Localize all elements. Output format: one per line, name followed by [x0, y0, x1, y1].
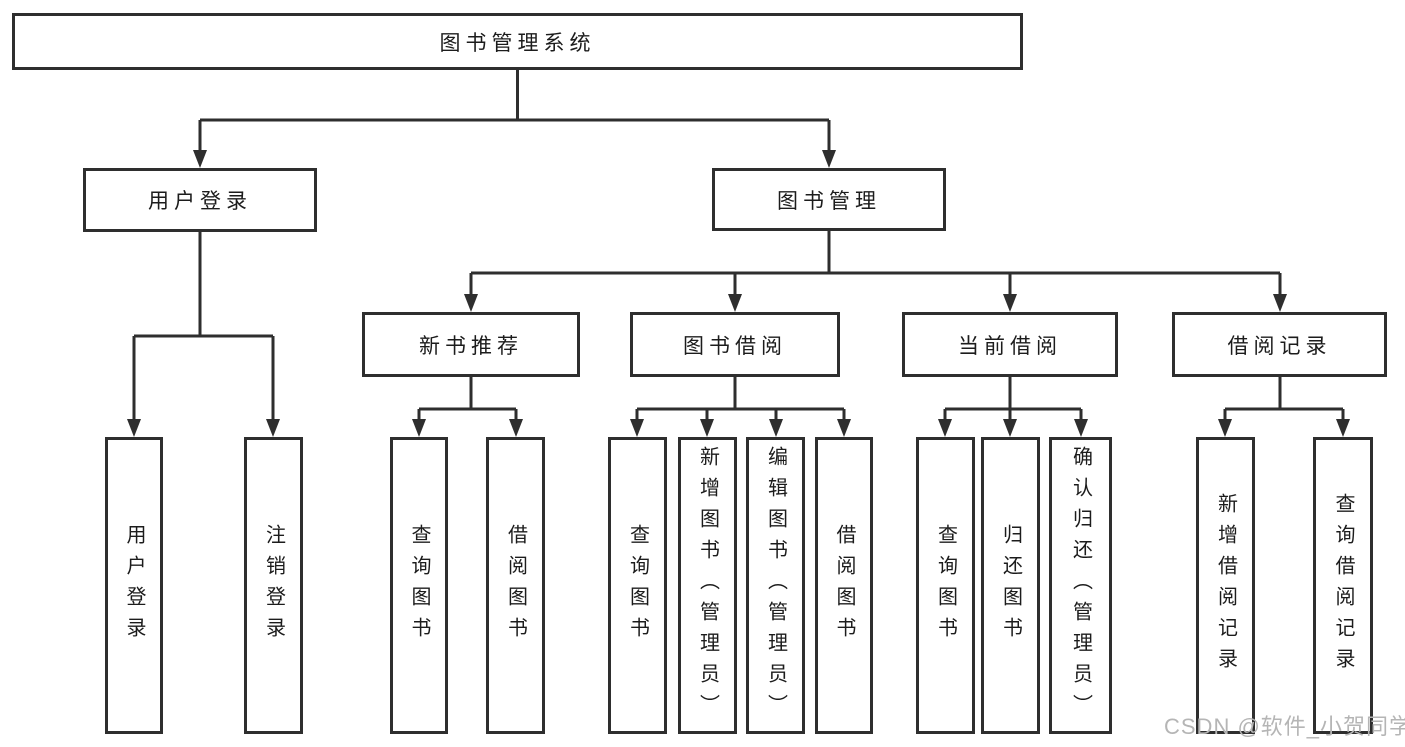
leaf-label: 注销登录: [262, 523, 285, 648]
connector-userlogin-to-leaves: [132, 232, 275, 421]
leaf-label: 查询图书: [626, 523, 649, 648]
node-current-borrowing: 当前借阅: [902, 312, 1118, 377]
leaf-edit-books-admin: 编辑图书（管理员）: [746, 437, 805, 734]
leaf-borrow-books: 借阅图书: [815, 437, 873, 734]
connector-currentborrow-to-leaves: [943, 377, 1083, 422]
leaf-logout: 注销登录: [244, 437, 303, 734]
leaf-query-books-borrow: 查询图书: [608, 437, 667, 734]
leaf-user-login: 用户登录: [105, 437, 163, 734]
leaf-query-borrow-record: 查询借阅记录: [1313, 437, 1373, 734]
leaf-confirm-return-admin: 确认归还（管理员）: [1049, 437, 1112, 734]
arrowheads: [127, 150, 1350, 437]
node-user-login: 用户登录: [83, 168, 317, 232]
leaf-label: 新增借阅记录: [1214, 492, 1237, 679]
leaf-label: 确认归还（管理员）: [1069, 446, 1092, 725]
leaf-label: 用户登录: [123, 523, 145, 648]
node-root: 图书管理系统: [12, 13, 1023, 70]
connector-newbook-to-leaves: [417, 377, 518, 422]
node-new-book-recommend: 新书推荐: [362, 312, 580, 377]
connector-root-to-level1: [198, 70, 831, 152]
connector-bookmgmt-to-level2: [469, 231, 1282, 297]
leaf-label: 查询图书: [408, 523, 430, 648]
leaf-label: 借阅图书: [833, 523, 855, 648]
node-book-management: 图书管理: [712, 168, 946, 231]
leaf-label: 新增图书（管理员）: [696, 446, 719, 725]
csdn-watermark: CSDN @软件_小贺同学: [1164, 714, 1405, 739]
leaf-query-books-current: 查询图书: [916, 437, 975, 734]
node-book-borrowing: 图书借阅: [630, 312, 840, 377]
node-borrowing-records: 借阅记录: [1172, 312, 1387, 377]
leaf-label: 编辑图书（管理员）: [764, 446, 787, 725]
leaf-label: 查询图书: [934, 523, 957, 648]
leaf-query-books-newbook: 查询图书: [390, 437, 448, 734]
leaf-label: 借阅图书: [504, 523, 527, 648]
connector-borrowrecord-to-leaves: [1223, 377, 1345, 422]
leaf-add-borrow-record: 新增借阅记录: [1196, 437, 1255, 734]
leaf-return-books: 归还图书: [981, 437, 1040, 734]
connector-bookborrow-to-leaves: [635, 377, 846, 422]
leaf-borrow-books-newbook: 借阅图书: [486, 437, 545, 734]
leaf-label: 查询借阅记录: [1332, 492, 1354, 679]
leaf-label: 归还图书: [999, 523, 1022, 648]
leaf-add-books-admin: 新增图书（管理员）: [678, 437, 737, 734]
